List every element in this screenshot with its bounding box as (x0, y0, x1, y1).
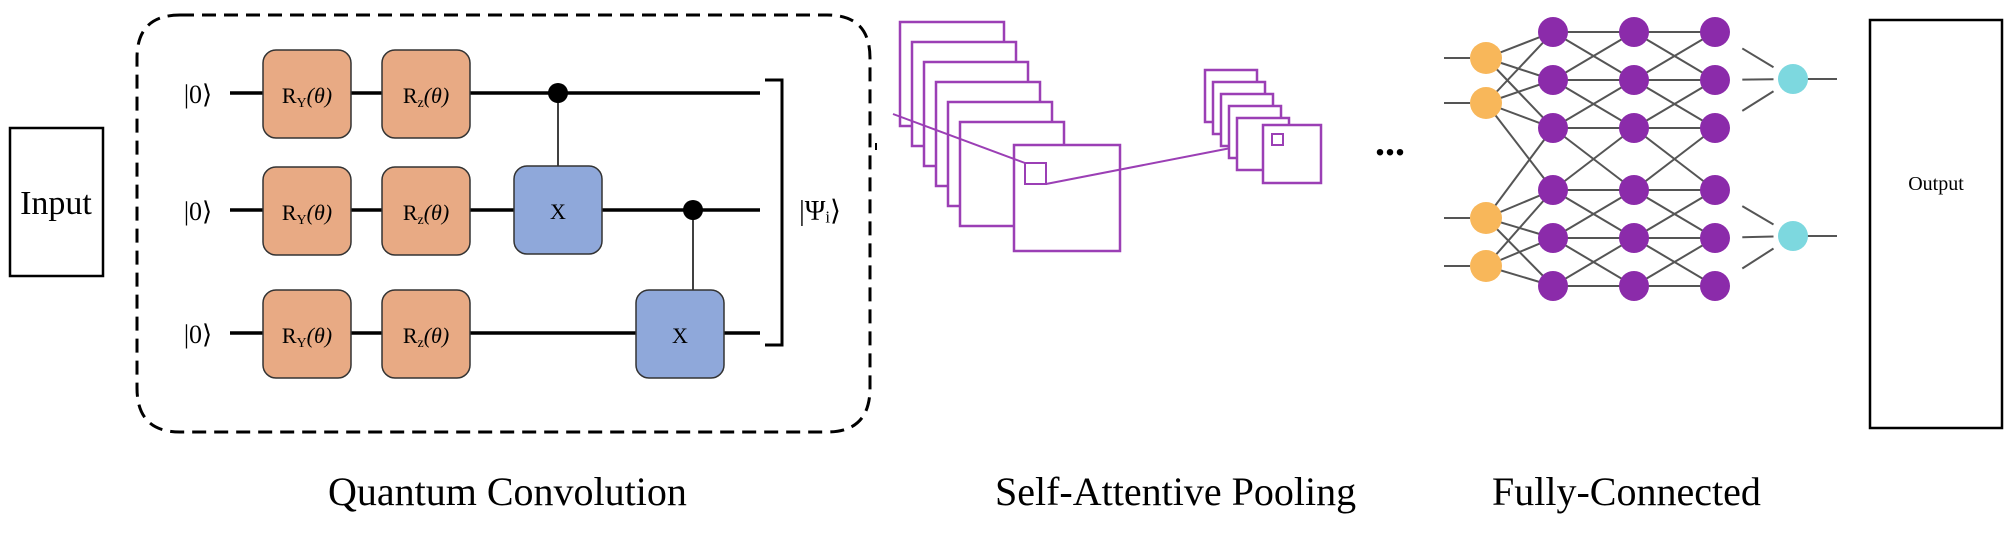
svg-text:X: X (550, 199, 566, 224)
fc-edge (1633, 189, 1716, 239)
fc-edge (1741, 205, 1775, 226)
output-block: Output (1868, 18, 2004, 430)
fc-edge (1552, 127, 1635, 191)
fc-hidden-node (1700, 65, 1730, 95)
fc-edge (1552, 189, 1635, 239)
ry-gate-1: RY(θ) (262, 49, 352, 139)
output-bracket (765, 78, 784, 347)
ket-zero-1: |0⟩ (184, 80, 212, 109)
fc-nodes (1470, 17, 1808, 301)
fully-connected-network (1444, 17, 1837, 301)
feature-map-stack-small (1203, 68, 1323, 185)
state-label: |Ψᵢ⟩ (799, 196, 841, 227)
svg-text:RY(θ): RY(θ) (282, 200, 332, 228)
fc-hidden-node (1538, 17, 1568, 47)
fc-edge (1741, 47, 1775, 69)
fc-edge (1485, 127, 1554, 219)
fc-edge (1633, 127, 1716, 191)
fc-edge (1742, 235, 1774, 239)
fc-hidden-node (1619, 175, 1649, 205)
fc-input-node (1470, 87, 1502, 119)
x-gate-1: X (513, 165, 603, 255)
fc-edge (1633, 79, 1716, 129)
fc-hidden-node (1619, 113, 1649, 143)
caption-self-attentive-pooling: Self-Attentive Pooling (995, 469, 1357, 514)
fc-hidden-node (1619, 271, 1649, 301)
ket-zero-3: |0⟩ (184, 320, 212, 349)
ry-gate-2: RY(θ) (262, 166, 352, 256)
svg-text:RY(θ): RY(θ) (282, 323, 332, 351)
fc-hidden-node (1538, 223, 1568, 253)
fc-input-node (1470, 250, 1502, 282)
output-box (1868, 18, 2004, 430)
ry-gate-3: RY(θ) (262, 289, 352, 379)
fc-hidden-node (1538, 175, 1568, 205)
ket-zero-2: |0⟩ (184, 197, 212, 226)
svg-text:Rz(θ): Rz(θ) (403, 200, 449, 228)
fc-edge (1633, 31, 1716, 81)
fc-hidden-node (1700, 113, 1730, 143)
rz-gate-1: Rz(θ) (381, 49, 471, 139)
fc-edge (1485, 102, 1554, 191)
fc-edge (1485, 189, 1554, 267)
output-label: Output (1908, 173, 1964, 195)
attention-window-large (1024, 162, 1047, 185)
control-dot-2 (683, 200, 703, 220)
svg-text:X: X (672, 323, 688, 348)
caption-fully-connected: Fully-Connected (1492, 469, 1761, 514)
fc-output-node (1778, 221, 1808, 251)
svg-text:RY(θ): RY(θ) (282, 83, 332, 111)
feature-map-stack-large (898, 20, 1122, 253)
input-label: Input (20, 185, 92, 222)
fc-hidden-node (1538, 113, 1568, 143)
fc-edge (1741, 247, 1775, 270)
fc-input-node (1470, 42, 1502, 74)
fc-hidden-node (1700, 223, 1730, 253)
fc-edge (1633, 237, 1716, 287)
fc-hidden-node (1619, 17, 1649, 47)
fc-hidden-node (1700, 17, 1730, 47)
fc-hidden-node (1619, 65, 1649, 95)
fc-edge (1741, 90, 1775, 112)
fc-hidden-node (1619, 223, 1649, 253)
attention-link-1 (892, 113, 1026, 164)
fc-output-node (1778, 64, 1808, 94)
rz-gate-3: Rz(θ) (381, 289, 471, 379)
fc-edge (1485, 57, 1554, 129)
fc-input-node (1470, 202, 1502, 234)
attention-window-small (1271, 133, 1284, 146)
svg-text:Rz(θ): Rz(θ) (403, 83, 449, 111)
fc-edge (1552, 237, 1635, 287)
fc-edge (1485, 31, 1554, 104)
svg-text:Rz(θ): Rz(θ) (403, 323, 449, 351)
fc-edge (1552, 31, 1635, 81)
input-box (8, 126, 105, 278)
caption-quantum-convolution: Quantum Convolution (328, 469, 687, 514)
x-gate-2: X (635, 289, 725, 379)
input-block: Input (8, 126, 105, 278)
fc-hidden-node (1700, 175, 1730, 205)
fc-hidden-node (1700, 271, 1730, 301)
fc-hidden-node (1538, 271, 1568, 301)
control-dot-1 (548, 83, 568, 103)
fc-edge (1552, 79, 1635, 129)
rz-gate-2: Rz(θ) (381, 166, 471, 256)
ellipsis: ... (1375, 119, 1405, 164)
quantum-convolution-region (135, 13, 872, 434)
fc-hidden-node (1538, 65, 1568, 95)
